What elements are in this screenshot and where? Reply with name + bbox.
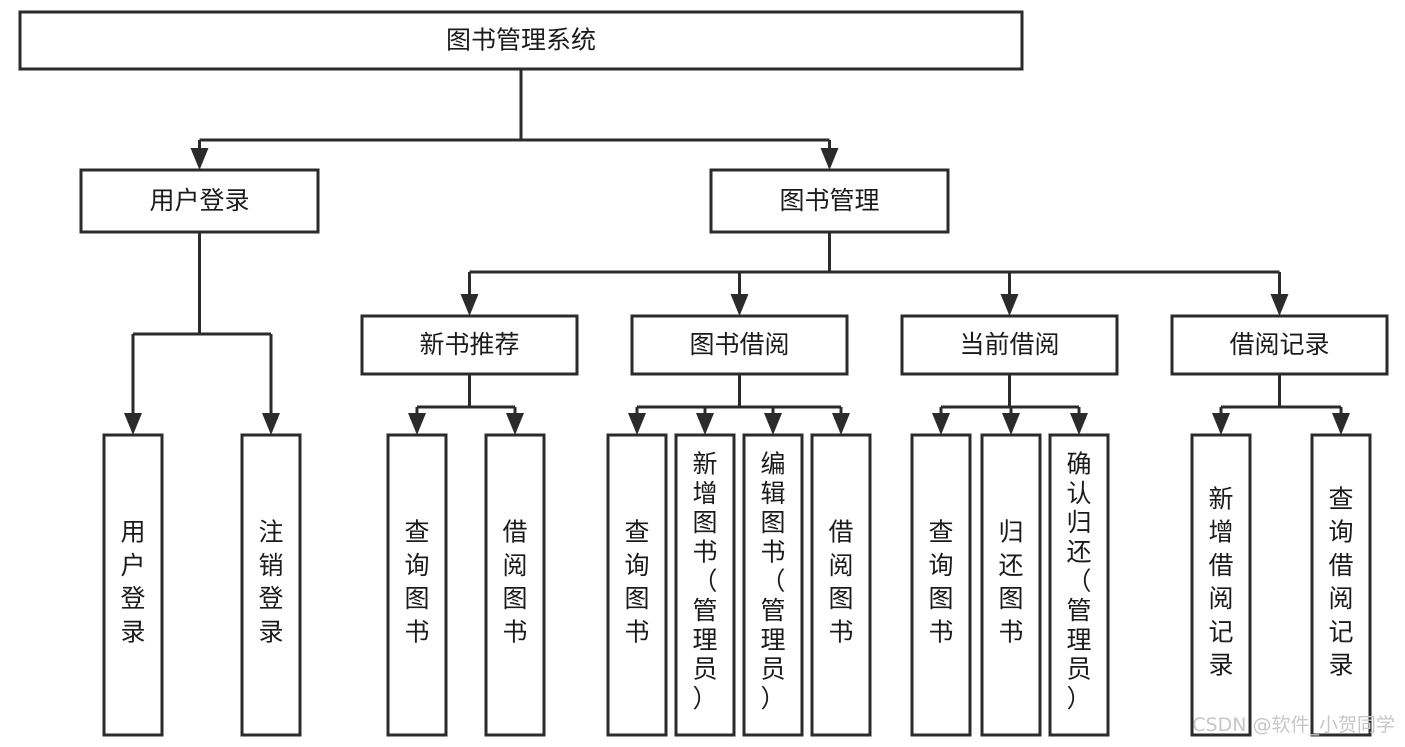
node-leaf-confirm-return[interactable]: 确认归还（管理员） xyxy=(1048,433,1110,737)
node-box xyxy=(674,433,736,737)
book-manage-branch-3-arrowhead xyxy=(1270,294,1289,316)
node-leaf-query-book-1[interactable]: 查询图书 xyxy=(386,433,448,737)
csdn-watermark: CSDN @软件_小贺同学 xyxy=(1192,714,1395,736)
node-label: 确认归还（管理员） xyxy=(1066,450,1091,713)
node-leaf-user-login[interactable]: 用户登录 xyxy=(102,433,164,737)
book-borrow-leaf-branch-0-arrowhead xyxy=(628,413,646,435)
node-label: 当前借阅 xyxy=(959,330,1059,359)
node-box xyxy=(79,168,320,234)
node-label: 新增借阅记录 xyxy=(1208,484,1233,679)
node-label: 注销登录 xyxy=(258,518,283,647)
user-login-leaf-branch-1-arrowhead xyxy=(262,413,280,435)
node-label: 用户登录 xyxy=(120,518,145,647)
root-branch-0-arrowhead xyxy=(190,148,209,170)
node-box xyxy=(1190,433,1252,737)
node-label: 新书推荐 xyxy=(419,330,519,359)
node-new-book-recommend[interactable]: 新书推荐 xyxy=(360,314,579,376)
node-leaf-add-record[interactable]: 新增借阅记录 xyxy=(1190,433,1252,737)
user-login-leaf-branch-0-arrowhead xyxy=(124,413,142,435)
book-borrow-leaf-branch-2-arrowhead xyxy=(764,413,782,435)
node-box xyxy=(360,314,579,376)
node-label: 图书借阅 xyxy=(689,330,789,359)
connectors-layer xyxy=(124,69,1350,435)
book-manage-branch-0-arrowhead xyxy=(460,294,479,316)
node-label: 借阅图书 xyxy=(502,518,527,647)
node-box xyxy=(386,433,448,737)
root-branch-1-arrowhead xyxy=(820,148,839,170)
node-box xyxy=(900,314,1119,376)
node-box xyxy=(1170,314,1389,376)
node-current-borrow[interactable]: 当前借阅 xyxy=(900,314,1119,376)
node-box xyxy=(606,433,668,737)
node-box xyxy=(1048,433,1110,737)
borrow-record-leaf-branch-0-arrowhead xyxy=(1212,413,1230,435)
node-book-manage[interactable]: 图书管理 xyxy=(709,168,950,234)
node-label: 用户登录 xyxy=(149,186,249,215)
node-leaf-add-book[interactable]: 新增图书（管理员） xyxy=(674,433,736,737)
node-leaf-logout[interactable]: 注销登录 xyxy=(240,433,302,737)
node-box xyxy=(18,10,1024,71)
node-undefined[interactable]: 图书管理系统 xyxy=(18,10,1024,71)
new-book-recommend-leaf-branch-1-arrowhead xyxy=(506,413,524,435)
node-box xyxy=(1310,433,1372,737)
current-borrow-leaf-branch-2-arrowhead xyxy=(1070,413,1088,435)
node-box xyxy=(742,433,804,737)
node-leaf-borrow-book-2[interactable]: 借阅图书 xyxy=(810,433,872,737)
node-box xyxy=(980,433,1042,737)
node-leaf-borrow-book-1[interactable]: 借阅图书 xyxy=(484,433,546,737)
node-leaf-query-book-3[interactable]: 查询图书 xyxy=(910,433,972,737)
node-box xyxy=(240,433,302,737)
borrow-record-leaf-branch-1-arrowhead xyxy=(1332,413,1350,435)
node-label: 查询图书 xyxy=(624,518,649,647)
node-label: 借阅记录 xyxy=(1229,330,1329,359)
node-box xyxy=(709,168,950,234)
node-label: 图书管理系统 xyxy=(446,26,596,55)
new-book-recommend-leaf-branch-0-arrowhead xyxy=(408,413,426,435)
node-box xyxy=(102,433,164,737)
nodes-layer: 图书管理系统用户登录图书管理新书推荐图书借阅当前借阅借阅记录用户登录注销登录查询… xyxy=(18,10,1389,737)
node-label: 归还图书 xyxy=(998,518,1023,647)
node-label: 新增图书（管理员） xyxy=(692,450,717,713)
current-borrow-leaf-branch-1-arrowhead xyxy=(1002,413,1020,435)
book-borrow-leaf-branch-1-arrowhead xyxy=(696,413,714,435)
node-borrow-record[interactable]: 借阅记录 xyxy=(1170,314,1389,376)
node-label: 编辑图书（管理员） xyxy=(760,450,785,713)
current-borrow-leaf-branch-0-arrowhead xyxy=(932,413,950,435)
node-box xyxy=(810,433,872,737)
node-leaf-query-record[interactable]: 查询借阅记录 xyxy=(1310,433,1372,737)
node-leaf-query-book-2[interactable]: 查询图书 xyxy=(606,433,668,737)
node-user-login[interactable]: 用户登录 xyxy=(79,168,320,234)
book-manage-branch-1-arrowhead xyxy=(730,294,749,316)
node-label: 借阅图书 xyxy=(828,518,853,647)
book-manage-branch-2-arrowhead xyxy=(1000,294,1019,316)
node-label: 图书管理 xyxy=(779,186,879,215)
node-label: 查询借阅记录 xyxy=(1328,484,1353,679)
book-borrow-leaf-branch-3-arrowhead xyxy=(832,413,850,435)
node-box xyxy=(484,433,546,737)
node-label: 查询图书 xyxy=(404,518,429,647)
node-box xyxy=(910,433,972,737)
node-label: 查询图书 xyxy=(928,518,953,647)
node-leaf-edit-book[interactable]: 编辑图书（管理员） xyxy=(742,433,804,737)
node-leaf-return-book[interactable]: 归还图书 xyxy=(980,433,1042,737)
node-book-borrow[interactable]: 图书借阅 xyxy=(630,314,849,376)
node-box xyxy=(630,314,849,376)
